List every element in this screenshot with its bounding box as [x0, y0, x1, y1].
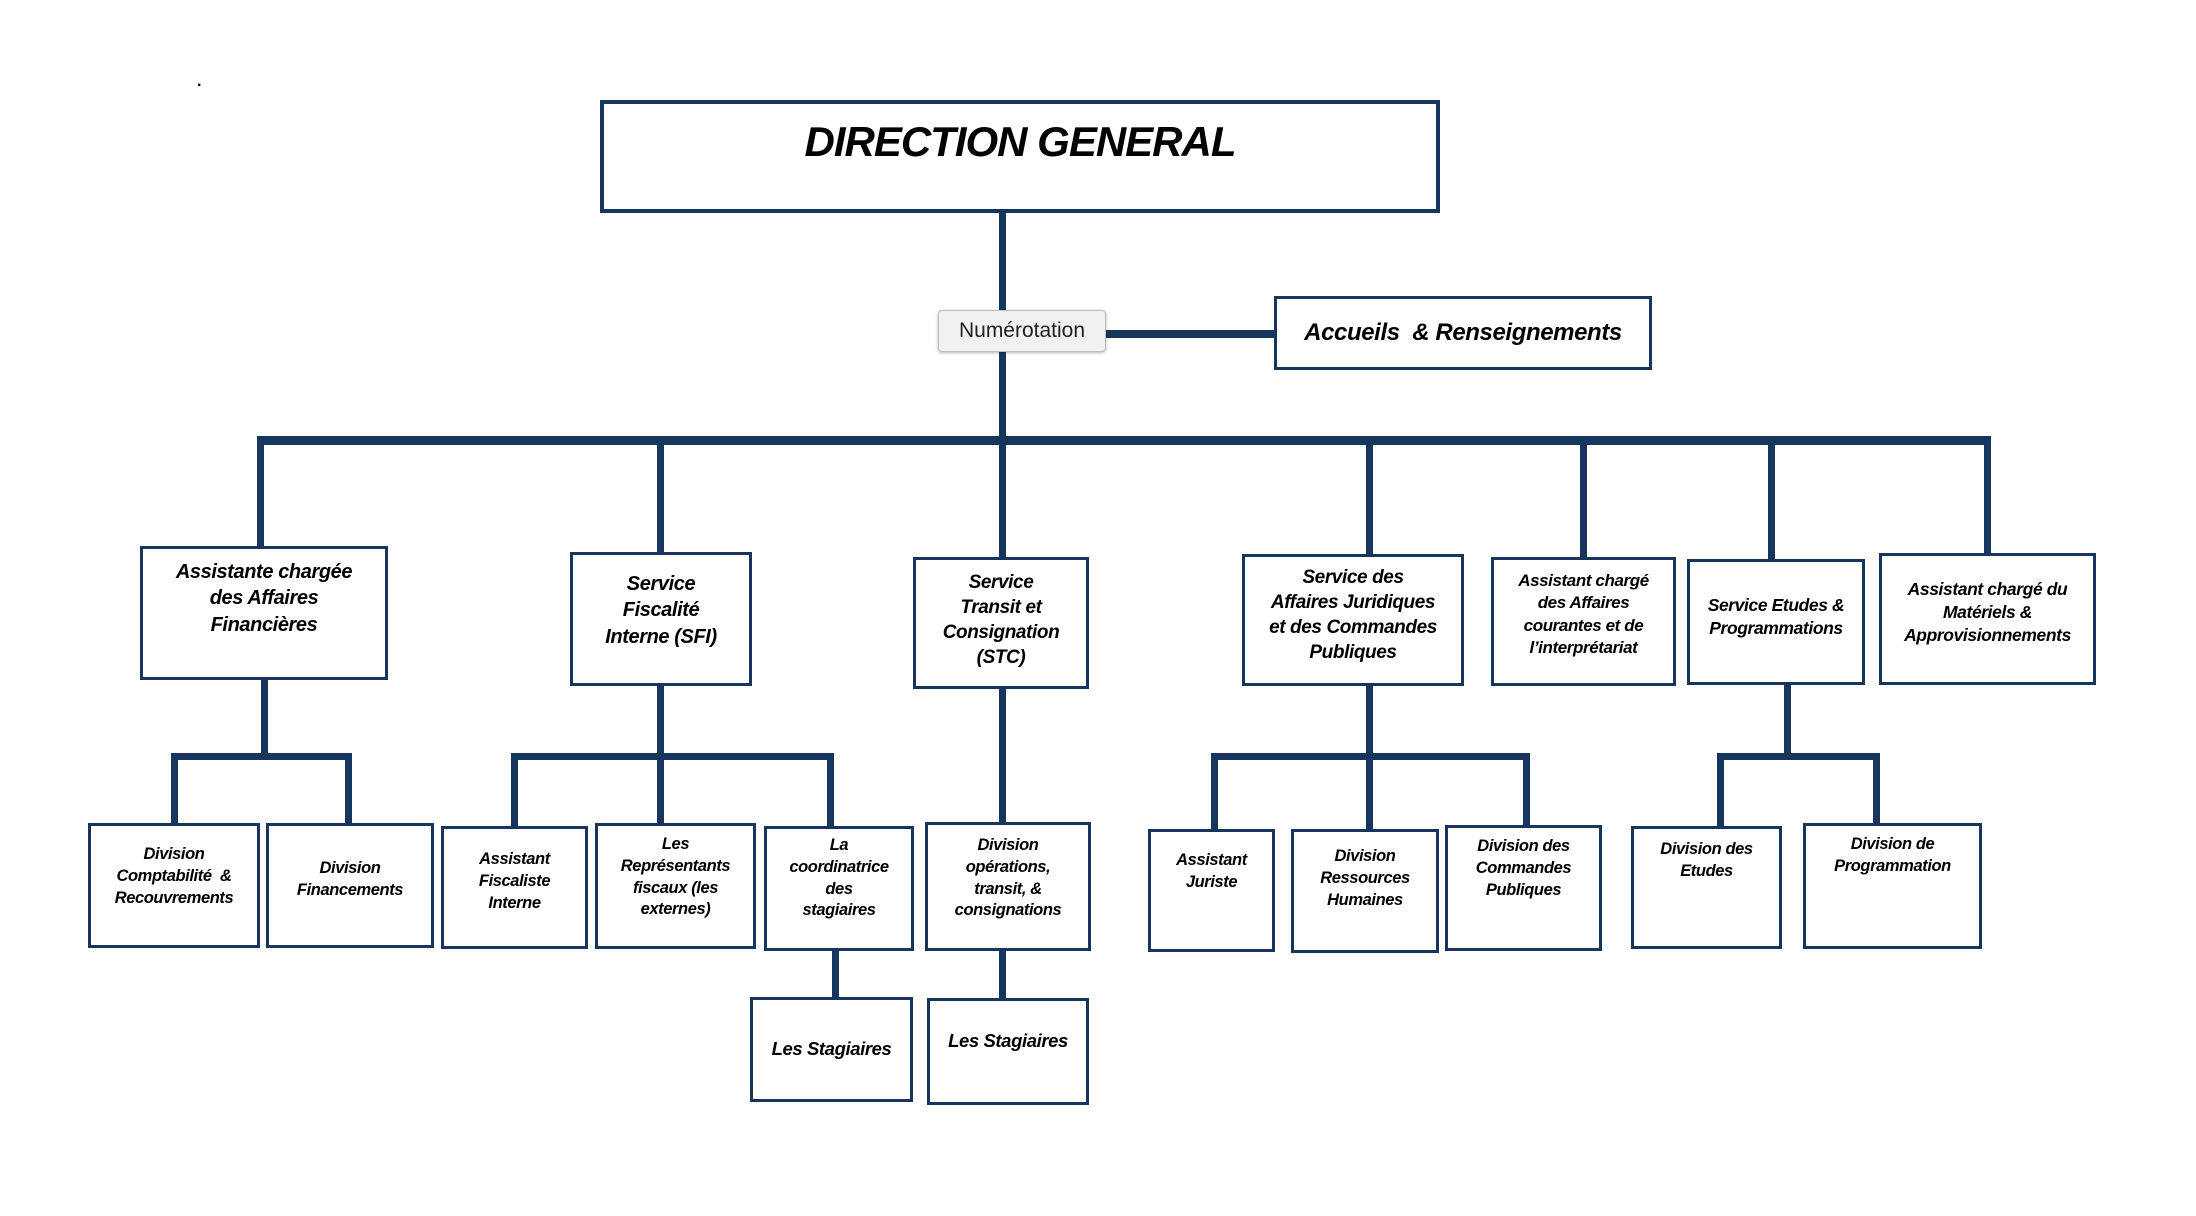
org-node-division-etudes[interactable]: Division des Etudes	[1631, 826, 1782, 949]
connector-drop-commandes	[1523, 753, 1530, 825]
connector-bar-assistante	[171, 753, 352, 760]
org-node-assistante-affaires-financieres[interactable]: Assistante chargée des Affaires Financiè…	[140, 546, 388, 680]
org-node-assistant-materiels-approvisionnements[interactable]: Assistant chargé du Matériels & Approvis…	[1879, 553, 2096, 685]
org-node-assistant-fiscaliste-interne[interactable]: Assistant Fiscaliste Interne	[441, 826, 588, 949]
connector-bar-sfi	[511, 753, 834, 760]
connector-accueils	[1003, 330, 1274, 338]
org-node-division-programmation[interactable]: Division de Programmation	[1803, 823, 1982, 949]
org-node-division-commandes-publiques[interactable]: Division des Commandes Publiques	[1445, 825, 1602, 951]
org-node-service-transit-consignation[interactable]: Service Transit et Consignation (STC)	[913, 557, 1089, 689]
org-node-coordinatrice-stagiaires[interactable]: La coordinatrice des stagiaires	[764, 826, 914, 951]
connector-drop-courantes	[1580, 436, 1587, 557]
connector-drop-assistante	[257, 436, 264, 546]
org-node-division-comptabilite-recouvrements[interactable]: Division Comptabilité & Recouvrements	[88, 823, 260, 948]
org-node-assistant-affaires-courantes[interactable]: Assistant chargé des Affaires courantes …	[1491, 557, 1676, 686]
connector-stc-operations	[999, 689, 1006, 822]
connector-main-bus	[257, 436, 1991, 445]
org-node-stagiaires-left[interactable]: Les Stagiaires	[750, 997, 913, 1102]
stray-period-mark: .	[197, 73, 202, 90]
org-node-division-financements[interactable]: Division Financements	[266, 823, 434, 948]
connector-drop-fiscaliste	[511, 753, 518, 826]
org-node-service-affaires-juridiques[interactable]: Service des Affaires Juridiques et des C…	[1242, 554, 1464, 686]
connector-drop-juridiques	[1366, 436, 1373, 554]
connector-bar-juridiques	[1211, 753, 1530, 760]
connector-drop-div-programmation	[1873, 753, 1880, 823]
connector-riser-assistante	[261, 680, 268, 753]
org-node-direction-general[interactable]: DIRECTION GENERAL	[600, 100, 1440, 213]
connector-drop-div-etudes	[1717, 753, 1724, 826]
connector-drop-financements	[345, 753, 352, 823]
connector-drop-coordinatrice	[827, 753, 834, 826]
connector-drop-etudes	[1768, 436, 1775, 559]
org-node-division-ressources-humaines[interactable]: Division Ressources Humaines	[1291, 829, 1439, 953]
org-node-stagiaires-right[interactable]: Les Stagiaires	[927, 998, 1089, 1105]
org-node-division-operations-transit[interactable]: Division opérations, transit, & consigna…	[925, 822, 1091, 951]
connector-riser-etudes	[1784, 685, 1791, 753]
org-node-accueils-renseignements[interactable]: Accueils & Renseignements	[1274, 296, 1652, 370]
connector-operations-stagiaires	[999, 951, 1006, 998]
connector-bar-etudes	[1717, 753, 1880, 760]
connector-drop-juriste	[1211, 753, 1218, 829]
connector-drop-sfi	[657, 436, 664, 552]
numerotation-tooltip[interactable]: Numérotation	[938, 310, 1106, 352]
org-node-service-fiscalite-interne[interactable]: Service Fiscalité Interne (SFI)	[570, 552, 752, 686]
org-node-assistant-juriste[interactable]: Assistant Juriste	[1148, 829, 1275, 952]
org-node-service-etudes-programmations[interactable]: Service Etudes & Programmations	[1687, 559, 1865, 685]
connector-coordinatrice-stagiaires	[832, 951, 839, 997]
connector-drop-comptabilite	[171, 753, 178, 823]
org-node-representants-fiscaux[interactable]: Les Représentants fiscaux (les externes)	[595, 823, 756, 949]
connector-root-vertical	[999, 213, 1006, 557]
connector-drop-materiels	[1984, 436, 1991, 553]
